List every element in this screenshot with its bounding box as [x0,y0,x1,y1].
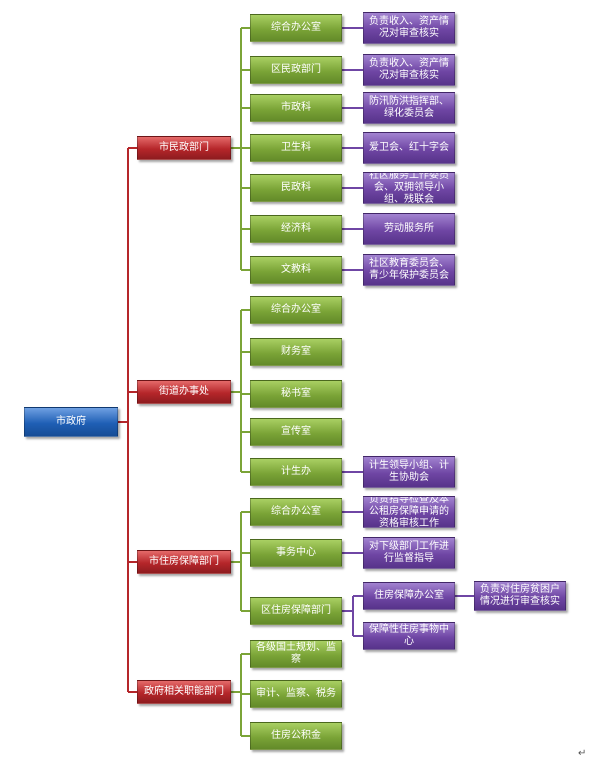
detail-node: 对下级部门工作进行监督指导 [363,537,455,569]
detail-node: 劳动服务所 [363,213,455,245]
unit-node: 财务室 [250,338,342,366]
unit-node: 各级国土规划、监察 [250,640,342,668]
detail-node: 负责收入、资产情况对审查核实 [363,12,455,44]
detail-node: 负责收入、资产情况对审查核实 [363,54,455,86]
unit-node: 民政科 [250,174,342,202]
unit-node: 经济科 [250,215,342,243]
subunit-node: 保障性住房事物中心 [363,622,455,650]
unit-node: 文教科 [250,256,342,284]
unit-node: 住房公积金 [250,722,342,750]
subunit-node: 住房保障办公室 [363,582,455,610]
unit-node: 区住房保障部门 [250,597,342,625]
unit-node: 综合办公室 [250,296,342,324]
department-node: 市住房保障部门 [137,550,231,574]
detail-node: 爱卫会、红十字会 [363,132,455,164]
root-node: 市政府 [24,407,118,437]
detail-node: 计生领导小组、计生协助会 [363,456,455,488]
unit-node: 综合办公室 [250,14,342,42]
unit-node: 审计、监察、税务 [250,680,342,708]
detail-node: 社区服务工作委员会、双拥领导小组、残联会 [363,172,455,204]
paragraph-mark: ↵ [578,748,587,759]
unit-node: 卫生科 [250,134,342,162]
unit-node: 宣传室 [250,418,342,446]
unit-node: 计生办 [250,458,342,486]
detail-node: 防汛防洪指挥部、绿化委员会 [363,92,455,124]
unit-node: 市政科 [250,94,342,122]
unit-node: 事务中心 [250,539,342,567]
subdetail-node: 负责对住房贫困户情况进行审查核实 [474,581,566,611]
department-node: 街道办事处 [137,380,231,404]
unit-node: 秘书室 [250,380,342,408]
unit-node: 综合办公室 [250,498,342,526]
unit-node: 区民政部门 [250,56,342,84]
detail-node: 负责指导检查及本公租房保障申请的资格审核工作 [363,496,455,528]
detail-node: 社区教育委员会、青少年保护委员会 [363,254,455,286]
department-node: 市民政部门 [137,136,231,160]
department-node: 政府相关职能部门 [137,680,231,704]
